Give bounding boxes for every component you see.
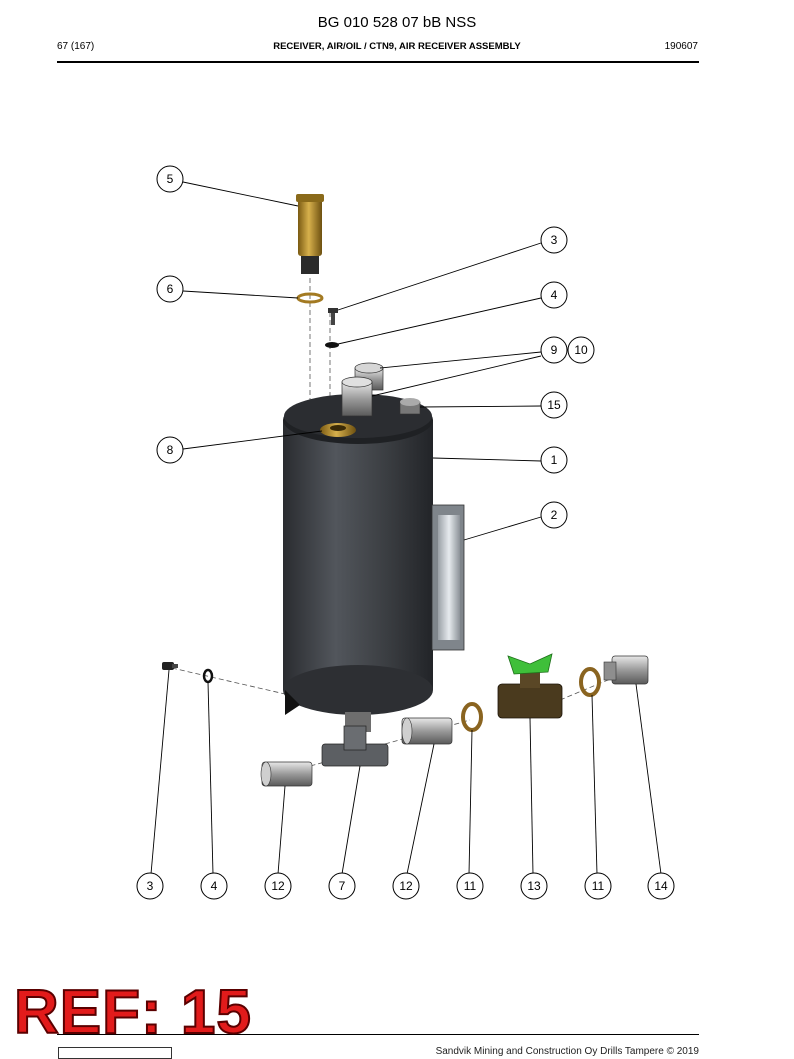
hex-plug [603, 655, 649, 685]
svg-text:6: 6 [167, 282, 174, 296]
svg-text:9: 9 [551, 343, 558, 357]
brass-breather [296, 194, 324, 274]
o-ring-top [325, 342, 339, 348]
callout-bottom-12-right: 12 [392, 872, 420, 900]
document-number: BG 010 528 07 bB NSS [317, 14, 477, 31]
reference-stamp: REF: 15 [13, 978, 252, 1047]
svg-text:12: 12 [399, 879, 413, 893]
svg-text:11: 11 [592, 879, 605, 893]
callout-4: 4 [540, 281, 568, 309]
svg-text:11: 11 [464, 879, 477, 893]
svg-text:1: 1 [551, 453, 558, 467]
copyright-text: Sandvik Mining and Construction Oy Drill… [435, 1046, 699, 1057]
svg-text:2: 2 [551, 508, 558, 522]
callout-bottom-13: 13 [520, 872, 548, 900]
sight-glass [431, 504, 465, 651]
callout-bottom-12-left: 12 [264, 872, 292, 900]
adapter-fittings [341, 362, 384, 417]
valve-handle-icon [507, 653, 553, 675]
ball-valve [497, 653, 563, 719]
header-rule [57, 61, 699, 63]
callout-3: 3 [540, 226, 568, 254]
svg-text:7: 7 [339, 879, 346, 893]
callout-2: 2 [540, 501, 568, 529]
callout-8: 8 [156, 436, 184, 464]
callout-bottom-7: 7 [328, 872, 356, 900]
svg-text:3: 3 [147, 879, 154, 893]
callout-15: 15 [540, 391, 568, 419]
svg-text:5: 5 [167, 172, 174, 186]
small-screw-bottom [162, 662, 178, 670]
callout-bottom-3: 3 [136, 872, 164, 900]
callout-bottom-4: 4 [200, 872, 228, 900]
callout-1: 1 [540, 446, 568, 474]
svg-text:8: 8 [167, 443, 174, 457]
svg-text:14: 14 [654, 879, 668, 893]
callout-6: 6 [156, 275, 184, 303]
callout-bottom-11-left: 11 [456, 872, 484, 900]
svg-text:12: 12 [271, 879, 285, 893]
callout-10: 10 [567, 336, 595, 364]
air-receiver-tank [283, 394, 433, 732]
page-title: RECEIVER, AIR/OIL / CTN9, AIR RECEIVER A… [273, 41, 521, 52]
date-code: 190607 [664, 41, 698, 52]
tee-fitting [321, 725, 389, 767]
svg-text:3: 3 [551, 233, 558, 247]
callout-bottom-14: 14 [647, 872, 675, 900]
small-screw-top [328, 308, 338, 325]
svg-text:10: 10 [574, 343, 588, 357]
svg-text:4: 4 [211, 879, 218, 893]
footer-rule [57, 1034, 699, 1035]
svg-text:15: 15 [547, 398, 561, 412]
svg-text:13: 13 [527, 879, 541, 893]
page-number: 67 (167) [57, 41, 95, 52]
callout-5: 5 [156, 165, 184, 193]
callout-9: 9 [540, 336, 568, 364]
plug-top [399, 398, 421, 415]
svg-text:4: 4 [551, 288, 558, 302]
leader-lines [150, 181, 662, 875]
callout-bottom-11-right: 11 [584, 872, 612, 900]
seal-ring-right [579, 667, 601, 697]
company-logo [58, 1047, 172, 1059]
fitting-right [401, 717, 453, 745]
brass-fitting [320, 423, 356, 437]
fitting-left [260, 761, 313, 787]
seal-ring-left [461, 702, 483, 732]
